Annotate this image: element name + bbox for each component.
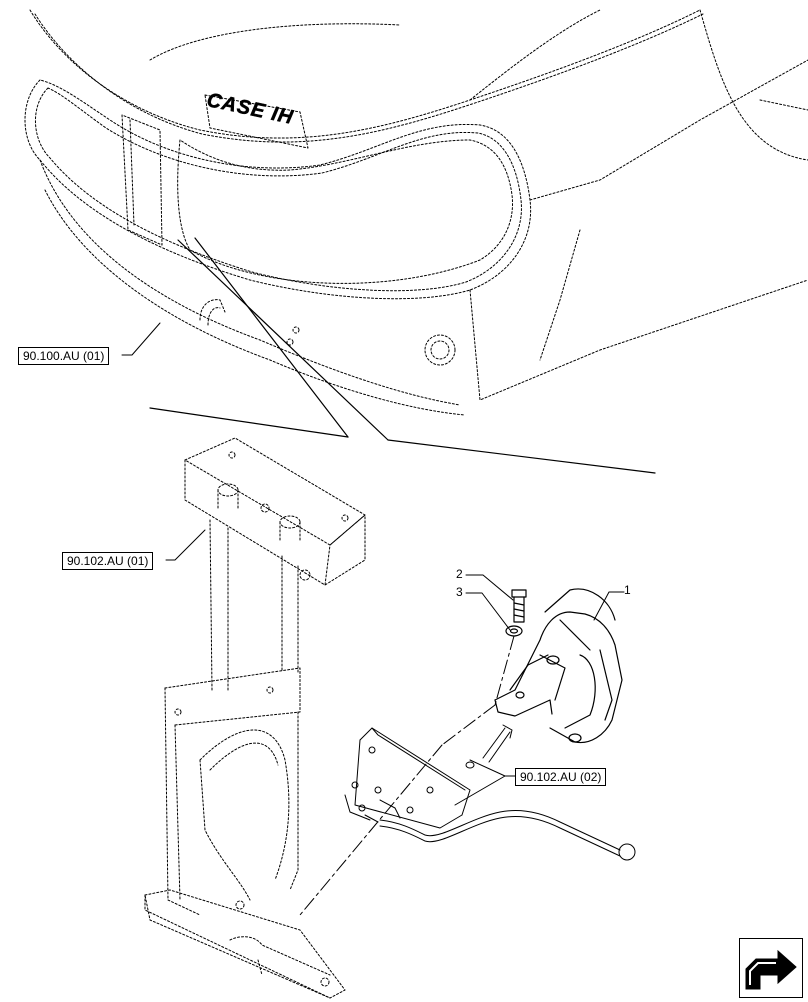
tow-hitch xyxy=(494,588,623,744)
callout-item-1: 1 xyxy=(624,583,631,597)
brand-logo xyxy=(204,94,309,149)
next-page-button[interactable] xyxy=(739,938,803,998)
section-separator-lines xyxy=(149,237,656,474)
callout-item-3: 3 xyxy=(456,585,463,599)
reference-link-plate[interactable]: 90.102.AU (02) xyxy=(515,768,607,786)
reference-link-hood[interactable]: 90.100.AU (01) xyxy=(18,347,110,365)
leader-lines xyxy=(121,322,625,806)
mounting-plate xyxy=(344,724,513,829)
hitch-pin xyxy=(364,809,636,861)
reference-link-bracket[interactable]: 90.102.AU (01) xyxy=(62,552,154,570)
bolt xyxy=(511,589,527,623)
tractor-hood xyxy=(24,9,808,416)
callout-item-2: 2 xyxy=(456,567,463,581)
assembly-centerlines xyxy=(299,635,515,916)
mounting-bracket xyxy=(144,437,366,999)
next-page-arrow-icon xyxy=(745,949,797,990)
